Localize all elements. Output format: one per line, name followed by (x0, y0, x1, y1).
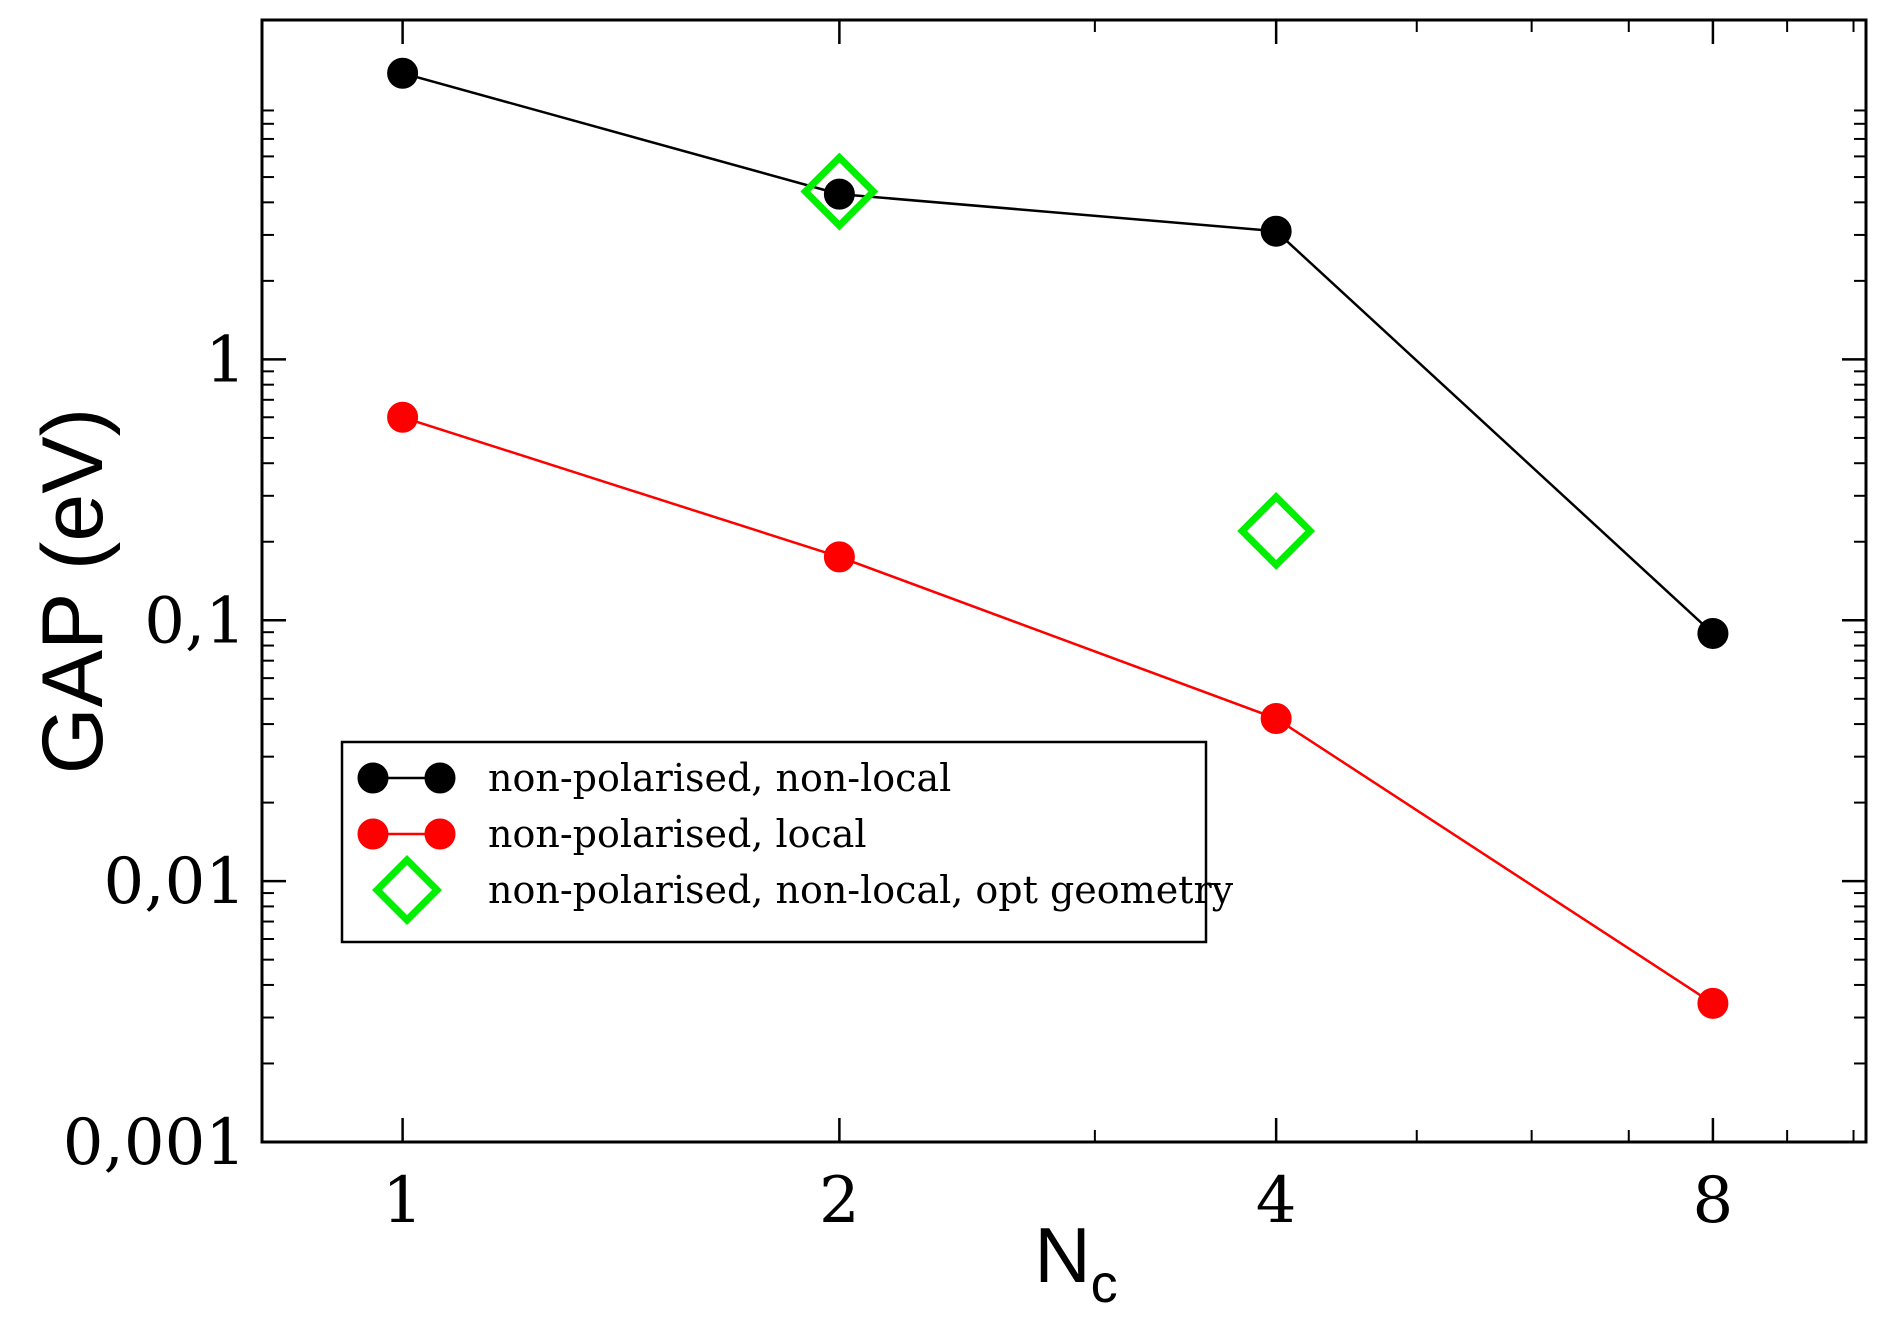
y-tick-label: 0,01 (104, 845, 247, 919)
legend: non-polarised, non-local non-polarised, l… (340, 740, 1234, 944)
tick-labels: 0,001 0,01 0,1 1 1 2 4 8 (63, 323, 1733, 1238)
legend-item-2: non-polarised, non-local, opt geometry (372, 855, 1234, 925)
x-tick-label: 1 (382, 1164, 423, 1238)
data-point (387, 401, 419, 433)
legend-marker (424, 762, 456, 794)
data-point (823, 541, 855, 573)
data-point (1260, 703, 1292, 735)
minor-ticks (262, 19, 1866, 1142)
x-axis-title-subscript: c (1091, 1254, 1118, 1314)
legend-label: non-polarised, local (488, 812, 867, 856)
x-axis-title: Nc (1034, 1211, 1117, 1314)
legend-marker (357, 762, 389, 794)
y-tick-label: 0,1 (144, 584, 246, 658)
y-tick-label: 1 (205, 323, 246, 397)
legend-marker-diamond (372, 855, 442, 925)
data-point (1697, 987, 1729, 1019)
series-layer (387, 57, 1729, 1019)
x-tick-label: 4 (1256, 1164, 1297, 1238)
series-2 (800, 152, 1316, 570)
series-1 (387, 401, 1729, 1019)
series-0 (387, 57, 1729, 649)
data-point-diamond (1237, 491, 1316, 570)
data-point (823, 178, 855, 210)
plot-frame (260, 18, 1868, 1144)
legend-item-1: non-polarised, local (357, 812, 867, 856)
data-point-diamond (800, 152, 879, 231)
legend-item-0: non-polarised, non-local (357, 756, 951, 800)
series-line (402, 71, 1714, 635)
legend-marker (357, 818, 389, 850)
legend-box (340, 740, 1208, 944)
x-tick-label: 8 (1693, 1164, 1734, 1238)
major-ticks (262, 20, 1866, 1144)
legend-items: non-polarised, non-local non-polarised, l… (357, 756, 1234, 925)
legend-marker (424, 818, 456, 850)
y-axis-title: GAP (eV) (25, 408, 121, 774)
x-tick-label: 2 (819, 1164, 860, 1238)
series-line (402, 416, 1714, 1005)
y-tick-label: 0,001 (63, 1106, 246, 1180)
data-point (387, 57, 419, 89)
legend-label: non-polarised, non-local (488, 756, 951, 800)
data-point (1697, 617, 1729, 649)
data-point (1260, 215, 1292, 247)
legend-label: non-polarised, non-local, opt geometry (488, 868, 1234, 912)
x-axis-title-main: N (1034, 1211, 1090, 1299)
